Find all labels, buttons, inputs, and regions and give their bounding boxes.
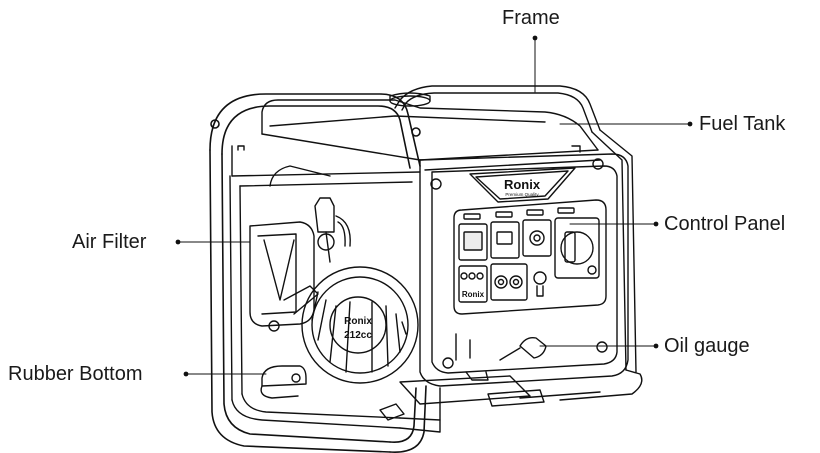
badge-brand: Ronix: [504, 177, 541, 192]
leader-dot-oil-gauge: [653, 343, 659, 349]
recoil-starter: [301, 266, 419, 384]
logo-badge: [469, 167, 576, 203]
recoil-displacement: 212cc: [344, 330, 372, 341]
air-filter: [249, 221, 335, 332]
label-air-filter: Air Filter: [72, 231, 147, 253]
rubber-feet: [260, 365, 307, 399]
label-control-panel: Control Panel: [664, 213, 786, 235]
base: [231, 333, 643, 433]
label-frame: Frame: [502, 7, 560, 29]
frame-front: [209, 93, 427, 453]
leader-lines: [177, 37, 691, 375]
frame-rear-loop: [394, 85, 637, 373]
leader-dot-fuel-tank: [687, 121, 693, 127]
leader-dot-control-panel: [653, 221, 659, 227]
leader-dot-rubber-bottom: [183, 371, 189, 377]
leader-dot-frame: [532, 35, 538, 41]
label-rubber-bottom: Rubber Bottom: [8, 363, 143, 385]
control-panel: [453, 199, 607, 315]
fuel-tank: [261, 92, 601, 171]
badge-tagline: Premium Quality: [505, 192, 539, 197]
leader-dot-air-filter: [175, 239, 181, 245]
engine-bay: [229, 145, 581, 401]
panel-brand: Ronix: [462, 290, 485, 299]
label-oil-gauge: Oil gauge: [664, 335, 750, 357]
label-fuel-tank: Fuel Tank: [699, 113, 786, 135]
recoil-brand: Ronix: [344, 316, 372, 327]
